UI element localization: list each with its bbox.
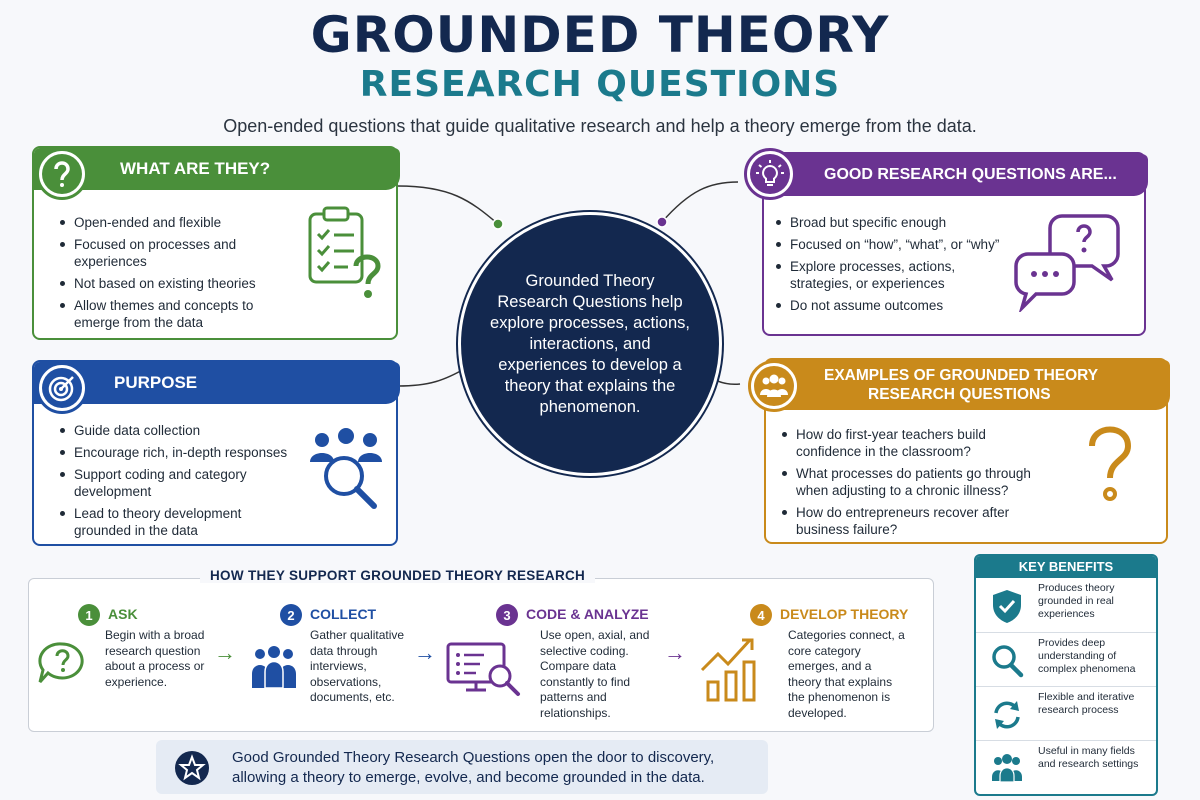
- key-benefits-title: KEY BENEFITS: [976, 556, 1156, 578]
- star-icon: [175, 751, 209, 785]
- benefit-item: Produces theory grounded in real experie…: [976, 578, 1156, 632]
- list-item: What processes do patients go through wh…: [780, 465, 1050, 499]
- good-questions-list: Broad but specific enough Focused on “ho…: [774, 214, 1004, 319]
- lightbulb-icon: [744, 148, 796, 200]
- what-are-they-title: WHAT ARE THEY?: [120, 159, 271, 178]
- step-2-title: COLLECT: [310, 606, 377, 622]
- list-item: Explore processes, actions, strategies, …: [774, 258, 1004, 292]
- center-summary-circle: Grounded Theory Research Questions help …: [458, 212, 722, 476]
- examples-title-line2: RESEARCH QUESTIONS: [868, 386, 1051, 403]
- list-item: Focused on “how”, “what”, or “why”: [774, 236, 1004, 253]
- good-questions-title: GOOD RESEARCH QUESTIONS ARE...: [824, 166, 1117, 183]
- benefit-text: Produces theory grounded in real experie…: [1038, 582, 1115, 620]
- group-people-icon: [748, 360, 800, 412]
- purpose-list: Guide data collection Encourage rich, in…: [58, 422, 298, 544]
- page-title: GROUNDED THEORY: [310, 6, 890, 64]
- monitor-analyze-icon: [446, 642, 520, 696]
- list-item: Encourage rich, in-depth responses: [58, 444, 298, 461]
- footer-note-box: [156, 740, 768, 794]
- what-are-they-list: Open-ended and flexible Focused on proce…: [58, 214, 288, 336]
- magnifier-icon: [992, 645, 1024, 678]
- key-benefits-panel: KEY BENEFITS Produces theory grounded in…: [974, 554, 1158, 796]
- center-summary-text: Grounded Theory Research Questions help …: [490, 271, 690, 416]
- chat-bubbles-icon: [1014, 214, 1120, 312]
- step-4-number: 4: [750, 604, 772, 626]
- clipboard-question-icon: [308, 206, 381, 298]
- people-collect-icon: [252, 646, 296, 689]
- cycle-arrows-icon: [994, 701, 1020, 729]
- list-item: Support coding and category development: [58, 466, 298, 500]
- step-2-description: Gather qualitative data through intervie…: [310, 628, 405, 704]
- good-questions-banner: GOOD RESEARCH QUESTIONS ARE...: [764, 154, 1148, 196]
- page-subtitle: Open-ended questions that guide qualitat…: [223, 116, 977, 136]
- people-group-icon: [992, 754, 1022, 783]
- step-2-number: 2: [280, 604, 302, 626]
- question-mark-large-icon: [1089, 426, 1132, 501]
- step-3-description: Use open, axial, and selective coding. C…: [540, 628, 650, 720]
- step-1-description: Begin with a broad research question abo…: [105, 628, 205, 689]
- question-mark-icon: [36, 148, 88, 200]
- benefit-item: Flexible and iterative research process: [976, 686, 1156, 740]
- benefit-item: Provides deep understanding of complex p…: [976, 632, 1156, 686]
- arrow-right-icon: →: [414, 640, 436, 665]
- examples-banner: EXAMPLES OF GROUNDED THEORY RESEARCH QUE…: [766, 360, 1170, 410]
- benefit-item: Useful in many fields and research setti…: [976, 740, 1156, 794]
- list-item: How do entrepreneurs recover after busin…: [780, 504, 1050, 538]
- people-search-icon: [310, 428, 382, 509]
- footer-note-text: Good Grounded Theory Research Questions …: [232, 749, 715, 786]
- process-title: HOW THEY SUPPORT GROUNDED THEORY RESEARC…: [200, 568, 596, 583]
- growth-chart-icon: [700, 638, 756, 702]
- list-item: Do not assume outcomes: [774, 297, 1004, 314]
- step-3-title: CODE & ANALYZE: [526, 606, 649, 622]
- list-item: How do first-year teachers build confide…: [780, 426, 1050, 460]
- examples-title-line1: EXAMPLES OF GROUNDED THEORY: [824, 367, 1099, 384]
- target-icon: [36, 362, 88, 414]
- chat-question-icon: [38, 642, 84, 683]
- list-item: Focused on processes and experiences: [58, 236, 288, 270]
- benefit-text: Useful in many fields and research setti…: [1038, 745, 1139, 770]
- list-item: Guide data collection: [58, 422, 298, 439]
- what-are-they-banner: WHAT ARE THEY?: [34, 148, 400, 190]
- benefit-text: Provides deep understanding of complex p…: [1038, 637, 1136, 675]
- purpose-banner: PURPOSE: [34, 362, 400, 404]
- purpose-title: PURPOSE: [114, 373, 198, 392]
- what-are-they-card: WHAT ARE THEY? Open-ended and flexible F…: [32, 146, 400, 340]
- page-title-secondary: RESEARCH QUESTIONS: [359, 64, 841, 105]
- good-questions-card: GOOD RESEARCH QUESTIONS ARE... Broad but…: [762, 152, 1148, 336]
- shield-check-icon: [993, 590, 1021, 623]
- step-4-description: Categories connect, a core category emer…: [788, 628, 905, 720]
- purpose-card: PURPOSE Guide data collection Encourage …: [32, 360, 400, 546]
- list-item: Broad but specific enough: [774, 214, 1004, 231]
- list-item: Allow themes and concepts to emerge from…: [58, 297, 288, 331]
- arrow-right-icon: →: [214, 640, 236, 665]
- list-item: Not based on existing theories: [58, 275, 288, 292]
- list-item: Lead to theory development grounded in t…: [58, 505, 298, 539]
- examples-card: EXAMPLES OF GROUNDED THEORY RESEARCH QUE…: [764, 358, 1170, 544]
- benefit-text: Flexible and iterative research process: [1038, 691, 1135, 716]
- step-4-title: DEVELOP THEORY: [780, 606, 909, 622]
- arrow-right-icon: →: [664, 640, 686, 665]
- step-1-number: 1: [78, 604, 100, 626]
- step-3-number: 3: [496, 604, 518, 626]
- list-item: Open-ended and flexible: [58, 214, 288, 231]
- examples-list: How do first-year teachers build confide…: [780, 426, 1050, 543]
- step-1-title: ASK: [108, 606, 138, 622]
